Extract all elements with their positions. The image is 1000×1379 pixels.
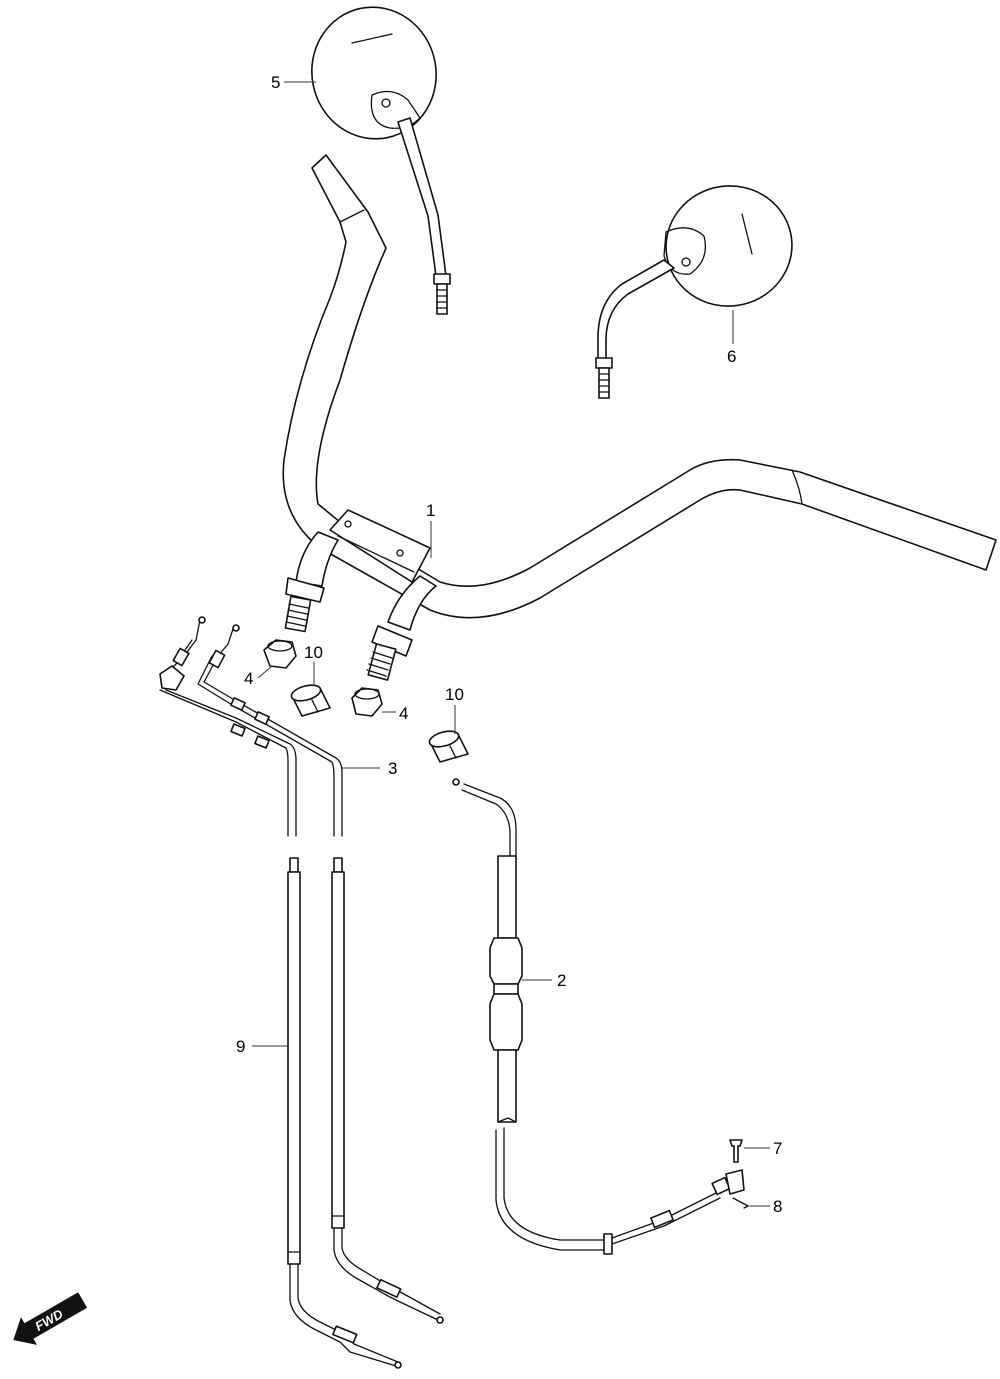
callout-7: 7 [773, 1139, 782, 1158]
clip [732, 1197, 749, 1209]
callout-10b: 10 [445, 685, 464, 704]
handlebar [282, 154, 997, 681]
callout-4a: 4 [244, 669, 253, 688]
callout-5: 5 [271, 73, 280, 92]
pin [729, 1139, 743, 1163]
callout-10a: 10 [304, 643, 323, 662]
fwd-arrow-icon [13, 1292, 88, 1345]
collar-right [428, 730, 469, 763]
callout-3: 3 [388, 759, 397, 778]
collar-left [290, 684, 331, 717]
callout-9: 9 [236, 1037, 245, 1056]
throttle-cable-2 [452, 778, 745, 1255]
nut-left [263, 639, 297, 669]
cable-9 [287, 857, 444, 1369]
callout-6: 6 [727, 347, 736, 366]
callout-8: 8 [773, 1197, 782, 1216]
mirror-right [595, 185, 793, 399]
callout-1: 1 [426, 501, 435, 520]
callout-4b: 4 [399, 704, 408, 723]
mirror-left [311, 6, 451, 315]
cable-3 [159, 616, 343, 837]
callout-2: 2 [557, 971, 566, 990]
nut-right [351, 687, 383, 717]
leader-4a [257, 665, 273, 679]
fwd-badge: FWD [13, 1292, 88, 1345]
